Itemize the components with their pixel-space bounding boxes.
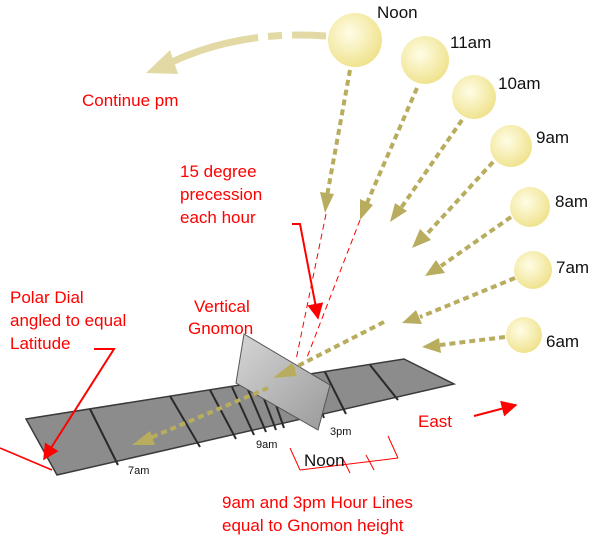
annotation-arrows (0, 223, 518, 471)
ray-11am (360, 87, 419, 220)
sun-noon (328, 13, 382, 67)
dial-label-noon: Noon (304, 451, 345, 470)
polar-dial-line-1: Polar Dial (10, 288, 84, 307)
sun-8am (510, 187, 550, 227)
sun-6am (506, 317, 542, 353)
east-label: East (418, 412, 452, 431)
sun-9am (490, 125, 532, 167)
dial-label-7am: 7am (128, 465, 149, 477)
sun-positions (328, 13, 552, 353)
precession-line-3: each hour (180, 208, 256, 227)
sun-label-8am: 8am (555, 192, 588, 211)
ray-noon (320, 69, 352, 213)
precession-guides (295, 213, 361, 361)
ray-8am (425, 215, 513, 276)
ray-9am (412, 160, 495, 248)
polar-dial-line-3: Latitude (10, 334, 71, 353)
hour-lines-line-2: equal to Gnomon height (222, 516, 404, 535)
ray-7am (402, 276, 516, 324)
precession-line-2: precession (180, 185, 262, 204)
ray-10am (390, 118, 464, 222)
sun-label-noon: Noon (377, 3, 418, 22)
vertical-gnomon-line-2: Gnomon (188, 319, 253, 338)
sun-10am (452, 75, 496, 119)
vertical-gnomon-line-1: Vertical (194, 297, 250, 316)
precession-line-1: 15 degree (180, 162, 257, 181)
sun-rays (320, 69, 516, 353)
dial-label-9am: 9am (256, 439, 277, 451)
sun-7am (514, 251, 552, 289)
ray-6am (422, 335, 506, 353)
hour-line-measure (289, 435, 399, 474)
dial-label-3pm: 3pm (330, 426, 351, 438)
sun-label-7am: 7am (556, 258, 589, 277)
sun-label-6am: 6am (546, 332, 579, 351)
sun-label-9am: 9am (536, 128, 569, 147)
shadow-ray-7am (132, 320, 385, 445)
sun-label-11am: 11am (450, 33, 491, 52)
sun-11am (401, 36, 449, 84)
vertical-gnomon (235, 333, 331, 431)
continue-pm-arrow (146, 31, 327, 74)
hour-lines-line-1: 9am and 3pm Hour Lines (222, 493, 413, 512)
polar-dial-line-2: angled to equal (10, 311, 126, 330)
sun-label-10am: 10am (498, 74, 541, 93)
continue-pm-label: Continue pm (82, 91, 178, 110)
